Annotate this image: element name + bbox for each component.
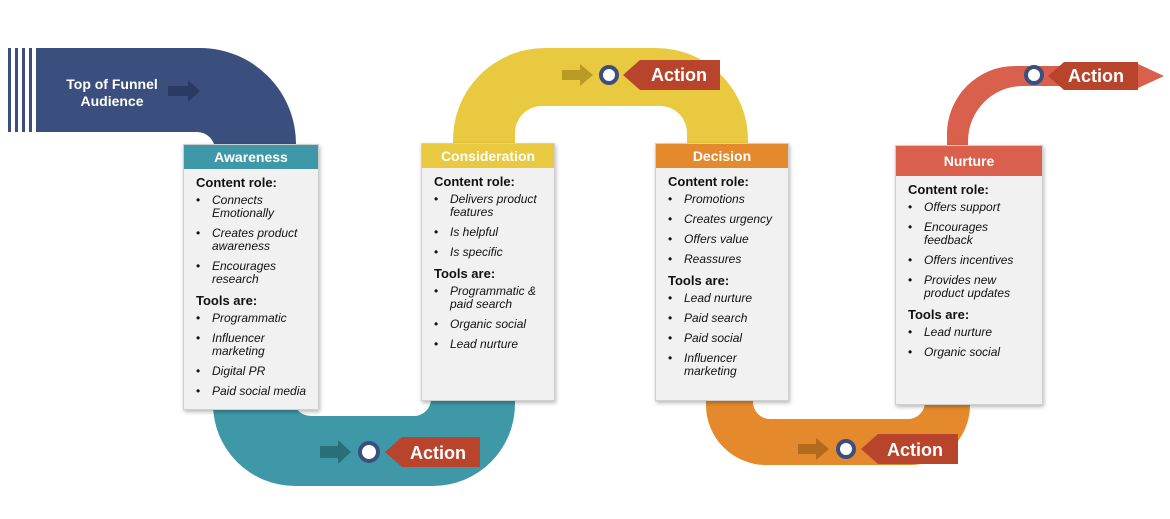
action-node-icon bbox=[836, 439, 856, 459]
list-item: Lead nurture bbox=[908, 326, 1034, 340]
action-label: Action bbox=[887, 440, 943, 460]
action-node-icon bbox=[599, 65, 619, 85]
card-header: Awareness bbox=[184, 145, 318, 169]
action-node-icon bbox=[358, 441, 380, 463]
card-header: Nurture bbox=[896, 146, 1042, 176]
action-marker-decision: Action bbox=[798, 434, 958, 464]
action-label: Action bbox=[1068, 66, 1124, 86]
list-item: Paid social bbox=[668, 332, 780, 346]
list-item: Influencer marketing bbox=[668, 352, 780, 378]
action-marker-nurture: Action bbox=[1024, 62, 1138, 90]
content-role-heading: Content role: bbox=[668, 174, 749, 189]
action-label: Action bbox=[410, 443, 466, 463]
list-item: Organic social bbox=[908, 346, 1034, 360]
stage-card-decision: Decision Content role: Promotions Create… bbox=[655, 143, 789, 401]
funnel-segment-top bbox=[36, 48, 296, 175]
action-arrow-icon bbox=[798, 438, 829, 460]
list-item: Is helpful bbox=[434, 226, 546, 240]
list-item: Connects Emotionally bbox=[196, 194, 310, 220]
action-label: Action bbox=[651, 65, 707, 85]
content-role-list: Connects Emotionally Creates product awa… bbox=[196, 194, 310, 286]
list-item: Lead nurture bbox=[668, 292, 780, 306]
card-body: Content role: Promotions Creates urgency… bbox=[656, 168, 788, 391]
list-item: Creates urgency bbox=[668, 213, 780, 227]
list-item: Offers incentives bbox=[908, 254, 1034, 268]
tools-heading: Tools are: bbox=[908, 307, 970, 322]
list-item: Programmatic bbox=[196, 312, 310, 326]
tools-list: Lead nurture Organic social bbox=[908, 326, 1034, 360]
content-role-list: Delivers product features Is helpful Is … bbox=[434, 193, 546, 260]
list-item: Influencer marketing bbox=[196, 332, 310, 358]
action-node-icon bbox=[1024, 65, 1044, 85]
action-marker-consideration: Action bbox=[562, 60, 720, 90]
action-tag bbox=[385, 437, 480, 467]
list-item: Paid search bbox=[668, 312, 780, 326]
card-body: Content role: Connects Emotionally Creat… bbox=[184, 169, 318, 411]
list-item: Paid social media bbox=[196, 385, 310, 399]
card-body: Content role: Offers support Encourages … bbox=[896, 176, 1042, 372]
list-item: Digital PR bbox=[196, 365, 310, 379]
list-item: Encourages feedback bbox=[908, 221, 1034, 247]
list-item: Delivers product features bbox=[434, 193, 546, 219]
list-item: Offers value bbox=[668, 233, 780, 247]
stage-card-awareness: Awareness Content role: Connects Emotion… bbox=[183, 144, 319, 410]
tools-heading: Tools are: bbox=[668, 273, 730, 288]
content-role-heading: Content role: bbox=[908, 182, 989, 197]
tools-list: Lead nurture Paid search Paid social Inf… bbox=[668, 292, 780, 378]
list-item: Provides new product updates bbox=[908, 274, 1034, 300]
card-header: Decision bbox=[656, 144, 788, 168]
content-role-heading: Content role: bbox=[196, 175, 277, 190]
top-funnel-arrow-icon bbox=[168, 80, 200, 102]
action-arrow-icon bbox=[562, 64, 593, 86]
list-item: Is specific bbox=[434, 246, 546, 260]
list-item: Lead nurture bbox=[434, 338, 546, 352]
action-tag bbox=[1048, 62, 1138, 90]
action-marker-awareness: Action bbox=[320, 437, 480, 467]
action-tag bbox=[623, 60, 720, 90]
tools-list: Programmatic Influencer marketing Digita… bbox=[196, 312, 310, 399]
list-item: Creates product awareness bbox=[196, 227, 310, 253]
stage-card-nurture: Nurture Content role: Offers support Enc… bbox=[895, 145, 1043, 405]
funnel-segment-nurture bbox=[947, 66, 1140, 160]
action-tag bbox=[861, 434, 958, 464]
list-item: Reassures bbox=[668, 253, 780, 267]
funnel-start-stripes bbox=[8, 48, 32, 132]
list-item: Organic social bbox=[434, 318, 546, 332]
card-header: Consideration bbox=[422, 144, 554, 168]
stage-card-consideration: Consideration Content role: Delivers pro… bbox=[421, 143, 555, 401]
list-item: Offers support bbox=[908, 201, 1034, 215]
list-item: Encourages research bbox=[196, 260, 310, 286]
content-role-list: Promotions Creates urgency Offers value … bbox=[668, 193, 780, 267]
action-arrow-icon bbox=[320, 440, 351, 464]
list-item: Promotions bbox=[668, 193, 780, 207]
tools-list: Programmatic & paid search Organic socia… bbox=[434, 285, 546, 352]
list-item: Programmatic & paid search bbox=[434, 285, 546, 311]
funnel-end-arrow bbox=[1138, 64, 1164, 88]
content-role-heading: Content role: bbox=[434, 174, 515, 189]
card-body: Content role: Delivers product features … bbox=[422, 168, 554, 364]
tools-heading: Tools are: bbox=[196, 293, 258, 308]
tools-heading: Tools are: bbox=[434, 266, 496, 281]
funnel-start-label: Top of Funnel Audience bbox=[66, 76, 158, 109]
content-role-list: Offers support Encourages feedback Offer… bbox=[908, 201, 1034, 300]
